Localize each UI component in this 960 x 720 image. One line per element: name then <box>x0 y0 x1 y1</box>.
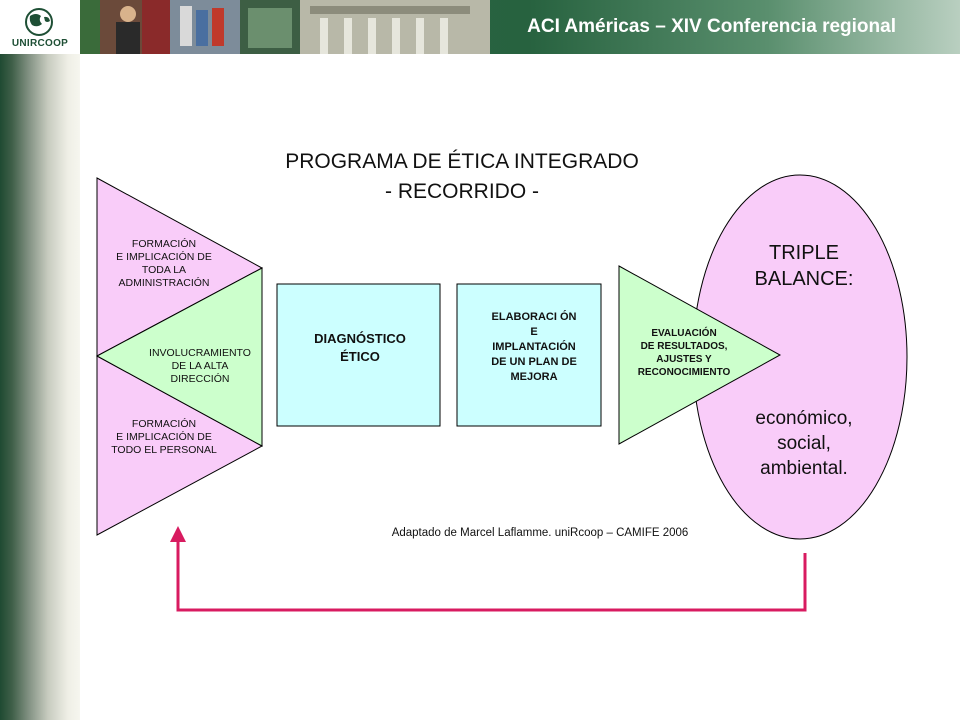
elaboracion-label: ELABORACI ÓN E IMPLANTACIÓN DE UN PLAN D… <box>462 310 606 385</box>
label-line: IMPLANTACIÓN <box>492 341 576 353</box>
logo-text: UNIRCOOP <box>11 38 69 49</box>
label-line: DIAGNÓSTICO <box>314 331 406 346</box>
label-line: DE RESULTADOS, <box>640 341 728 352</box>
logo: UNIRCOOP <box>0 0 80 54</box>
label-line: E <box>530 326 538 338</box>
label-line: TODO EL PERSONAL <box>111 444 217 456</box>
return-arrow-head <box>170 526 186 542</box>
label-line: ELABORACI ÓN <box>491 311 577 323</box>
diagnostico-label: DIAGNÓSTICO ÉTICO <box>290 330 430 366</box>
label-line: ambiental. <box>760 458 848 479</box>
label-line: ÉTICO <box>340 349 380 364</box>
header-photo-4 <box>300 0 490 54</box>
elaboracion-box <box>456 283 602 427</box>
label-line: AJUSTES Y <box>656 354 712 365</box>
source-caption: Adaptado de Marcel Laflamme. uniRcoop – … <box>391 527 689 539</box>
evaluacion-label: EVALUACIÓN DE RESULTADOS, AJUSTES Y RECO… <box>622 327 746 379</box>
label-line: MEJORA <box>510 371 558 383</box>
label-line: ADMINISTRACIÓN <box>118 277 210 289</box>
diagnostico-box <box>276 283 441 427</box>
triple-balance-items: económico, social, ambiental. <box>720 406 888 481</box>
label-line: TODA LA <box>141 264 187 276</box>
diagram-title-line2: - RECORRIDO - <box>385 180 539 203</box>
left-top-label: FORMACIÓN E IMPLICACIÓN DE TODA LA ADMIN… <box>98 238 230 290</box>
label-line: E IMPLICACIÓN DE <box>116 251 212 263</box>
label-line: DE LA ALTA <box>171 360 229 372</box>
label-line: E IMPLICACIÓN DE <box>116 431 212 443</box>
return-arrow-line <box>176 540 807 612</box>
header-title: ACI Américas – XIV Conferencia regional <box>527 16 896 37</box>
label-line: económico, <box>755 408 853 429</box>
label-line: BALANCE: <box>754 268 854 290</box>
header-photo-3 <box>240 0 300 54</box>
left-middle-label: INVOLUCRAMIENTO DE LA ALTA DIRECCIÓN <box>136 347 264 386</box>
left-middle-triangle <box>95 267 263 447</box>
globe-logo-icon <box>25 8 53 36</box>
label-line: INVOLUCRAMIENTO <box>149 347 251 359</box>
header-photo-2 <box>170 0 240 54</box>
header-photo-1 <box>80 0 170 54</box>
label-line: DIRECCIÓN <box>170 373 230 385</box>
left-bottom-label: FORMACIÓN E IMPLICACIÓN DE TODO EL PERSO… <box>98 418 230 457</box>
header-banner: UNIRCOOP ACI Américas – XIV Conferencia … <box>0 0 960 54</box>
label-line: FORMACIÓN <box>131 418 197 430</box>
evaluacion-triangle <box>618 265 782 445</box>
label-line: EVALUACIÓN <box>651 328 717 339</box>
label-line: social, <box>777 433 831 454</box>
diagram-title-line1: PROGRAMA DE ÉTICA INTEGRADO <box>285 150 639 173</box>
label-line: TRIPLE <box>768 242 840 264</box>
left-decorative-strip <box>0 0 80 720</box>
triple-balance-title: TRIPLE BALANCE: <box>720 240 888 292</box>
label-line: FORMACIÓN <box>131 238 197 250</box>
label-line: DE UN PLAN DE <box>491 356 577 368</box>
label-line: RECONOCIMIENTO <box>637 367 731 378</box>
